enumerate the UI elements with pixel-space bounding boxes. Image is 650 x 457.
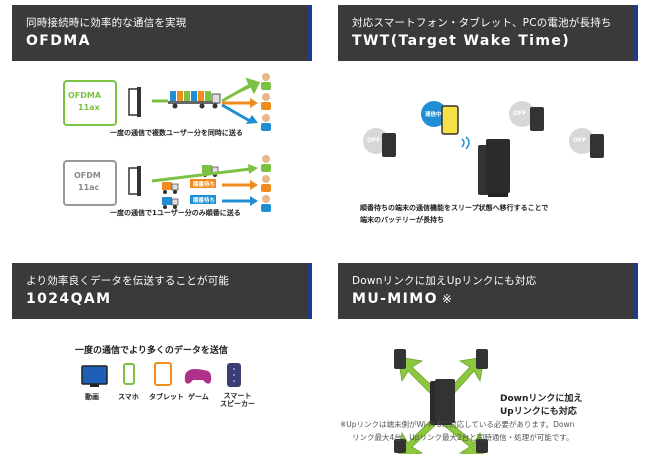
off-bubble [569,128,604,158]
router-icon [128,87,141,117]
qam-heading: 一度の通信でより多くのデータを送信 [75,346,228,356]
device-label-tablet: タブレット [149,393,184,401]
panel-title-text: MU-MIMO [352,291,438,307]
panel-subtitle: より効率良くデータを伝送することが可能 [26,275,230,287]
panel-subtitle: 同時接続時に効率的な通信を実現 [26,17,187,29]
ofdma-label: OFDMA [68,91,102,100]
waiting-badge [190,179,216,188]
waiting-badge-text: 順番待ち [193,182,216,188]
device-label-smartphone: スマホ [118,393,139,401]
panel-header: 同時接続時に効率的な通信を実現 OFDMA [12,5,312,61]
device-label-game: ゲーム [188,393,209,401]
off-bubble [509,101,544,131]
active-label: 通信中 [425,112,442,118]
panel-mu-mimo: Downリンクに加えUpリンクにも対応 MU-MIMO※ Downリンクに加え [338,263,638,454]
smart-speaker-icon [227,363,241,387]
user-icon [261,155,271,212]
tv-icon [81,365,108,387]
panel-header: より効率良くデータを伝送することが可能 1024QAM [12,263,312,319]
ofdma-label-box [63,80,117,126]
waiting-badge-text: 順番待ち [193,198,216,204]
panel-subtitle: Downリンクに加えUpリンクにも対応 [352,275,537,287]
ofdma-diagram: OFDMA 11ax 一度の通信で複数ユーザー分を同時に送る OFDM 11ac… [12,61,312,221]
panel-ofdma: 同時接続時に効率的な通信を実現 OFDMA [12,5,312,221]
ofdma-caption: 一度の通信で複数ユーザー分を同時に送る [110,129,243,137]
panel-header: 対応スマートフォン・タブレット、PCの電池が長持ち TWT(Target Wak… [338,5,638,61]
router-icon [430,379,455,425]
qam-illustration [81,362,241,387]
ofdm-label-box [63,160,117,206]
twt-illustration [363,101,604,197]
mimo-callout-line1: Downリンクに加え [500,394,583,404]
off-label: OFF [513,110,527,117]
twt-caption-line2: 端末のバッテリーが長持ち [360,216,444,224]
qam-diagram: 一度の通信でより多くのデータを送信 動画 スマホ タブレット ゲーム スマ [12,319,312,449]
arrows-icon [151,164,258,206]
router-icon [478,139,510,197]
twt-caption-line1: 順番待ちの端末の通信機能をスリープ状態へ移行することで [360,204,549,212]
twt-diagram: OFF OFF OFF 通信中 順番待ちの端末の通信機能をスリープ状態へ移行する… [338,61,638,224]
footnote-line2: リンク最大4台、Upリンク最大2台と同時通信・処理が可能です。 [352,433,574,442]
arrows-icon [152,77,261,124]
device-label-smart-speaker: スマート スピーカー [220,392,255,408]
active-phone-icon [421,101,470,150]
ofdma-standard: 11ax [78,103,100,112]
off-bubble [363,128,396,157]
panel-twt: 対応スマートフォン・タブレット、PCの電池が長持ち TWT(Target Wak… [338,5,638,224]
panel-subtitle: 対応スマートフォン・タブレット、PCの電池が長持ち [352,17,612,29]
smartphone-icon [123,363,135,385]
panel-title: 1024QAM [26,291,112,307]
smartphone-icon [394,349,488,453]
tablet-icon [154,362,172,386]
panel-header: Downリンクに加えUpリンクにも対応 MU-MIMO※ [338,263,638,319]
panel-title: MU-MIMO※ [352,291,453,307]
off-label: OFF [367,137,381,144]
mimo-illustration [394,349,488,454]
footnote-line1: ※Upリンクは端末側がWi-Fi 6に対応している必要があります。Down [340,420,575,429]
router-icon [128,166,141,196]
footnote-mark: ※ [441,292,454,306]
panel-title: TWT(Target Wake Time) [352,33,571,49]
mimo-diagram: Downリンクに加え Upリンクにも対応 [338,319,638,454]
device-label-video: 動画 [85,393,99,401]
ofdm-standard: 11ac [78,183,100,192]
waiting-badge [190,195,216,204]
truck-icon [168,91,221,109]
panel-1024qam: より効率良くデータを伝送することが可能 1024QAM 一度の通信でより多くのデ… [12,263,312,449]
panel-title: OFDMA [26,33,91,49]
ofdma-illustration [63,73,271,212]
user-icon [261,73,271,131]
ofdm-caption: 一度の通信で1ユーザー分のみ順番に送る [110,209,241,217]
ofdm-label: OFDM [74,171,101,180]
off-label: OFF [573,137,587,144]
game-controller-icon [184,369,212,384]
mimo-callout-line2: Upリンクにも対応 [500,407,577,417]
